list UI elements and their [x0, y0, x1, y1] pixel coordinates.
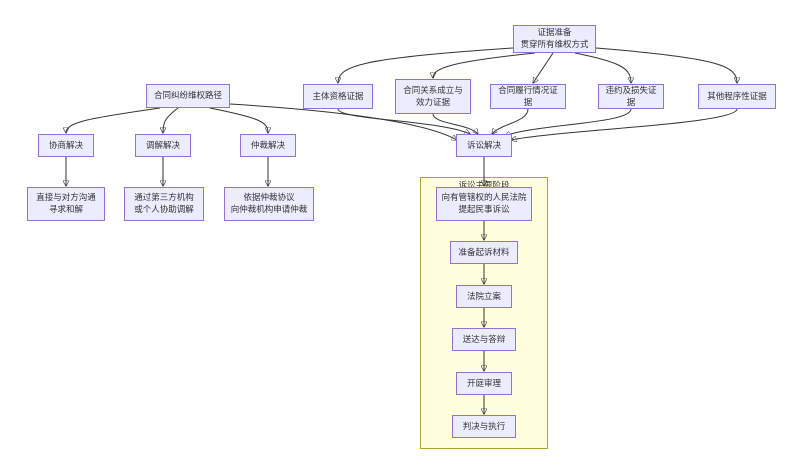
edge-subject-litigate	[337, 108, 470, 134]
node-service: 送达与答辩	[452, 328, 516, 351]
edge-evidence-procedure	[595, 47, 737, 83]
node-subject-evidence: 主体资格证据	[303, 84, 373, 109]
node-evidence-preparation: 证据准备 贯穿所有维权方式	[513, 25, 596, 53]
node-filing: 法院立案	[456, 285, 512, 308]
node-materials: 准备起诉材料	[450, 241, 518, 264]
node-formation-evidence: 合同关系成立与 效力证据	[395, 79, 471, 114]
edge-formation-litigate	[432, 113, 478, 134]
edge-evidence-subject	[338, 47, 514, 83]
edge-evidence-formation	[433, 52, 536, 78]
edge-evidence-performance	[533, 52, 554, 83]
edge-performance-litigate	[492, 108, 529, 134]
node-trial: 开庭审理	[456, 372, 512, 395]
node-breach-evidence: 违约及损失证据	[598, 84, 664, 109]
edge-path-litigate	[229, 103, 457, 140]
node-litigate: 诉讼解决	[456, 134, 512, 157]
node-negotiate: 协商解决	[38, 134, 94, 157]
node-mediate: 调解解决	[135, 134, 191, 157]
edge-path-negotiate	[66, 107, 161, 133]
node-procedure-evidence: 其他程序性证据	[698, 84, 776, 109]
node-judgment: 判决与执行	[452, 415, 516, 438]
edge-breach-litigate	[505, 108, 632, 136]
node-negotiate-detail: 直接与对方沟通 寻求和解	[27, 187, 105, 221]
edge-evidence-breach	[574, 52, 631, 83]
node-performance-evidence: 合同履行情况证据	[490, 84, 566, 109]
node-arbitrate: 仲裁解决	[240, 134, 296, 157]
node-sue: 向有管辖权的人民法院 提起民事诉讼	[436, 187, 532, 221]
node-mediate-detail: 通过第三方机构 或个人协助调解	[124, 187, 204, 221]
node-arbitrate-detail: 依据仲裁协议 向仲裁机构申请仲裁	[224, 187, 314, 221]
edge-path-arbitrate	[209, 107, 268, 133]
edge-path-mediate	[163, 107, 179, 133]
node-dispute-path: 合同纠纷维权路径	[146, 84, 230, 108]
edge-procedure-litigate	[511, 108, 738, 140]
